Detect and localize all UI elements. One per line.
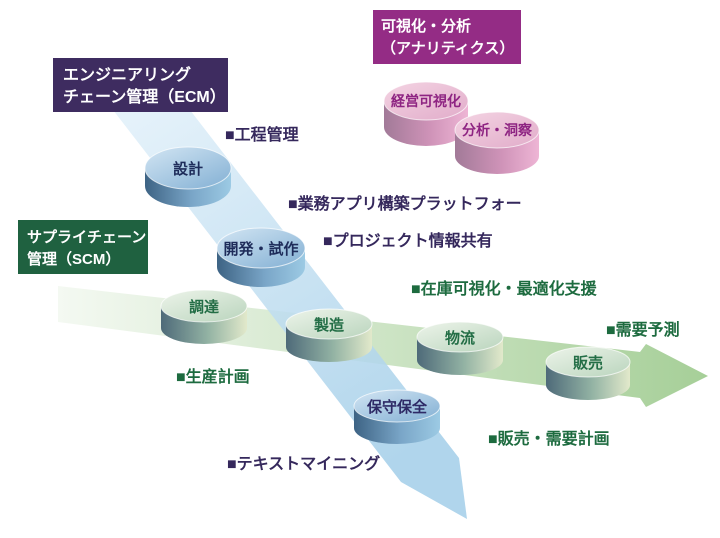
analytics-legend-line2: （アナリティクス） [381,39,514,57]
cylinder-sekkei-label: 設計 [173,160,203,178]
cylinder-kaihatsu-shisaku: 開発・試作 [216,227,306,287]
annotation-hanbai-juyo-keikaku: ■販売・需要計画 [488,429,610,448]
cylinder-hanbai: 販売 [545,346,631,400]
annotation-seisan-keikaku: ■生産計画 [176,367,250,386]
annotation-zaiko-kashika: ■在庫可視化・最適化支援 [411,279,598,298]
cylinder-butsuryu-label: 物流 [445,329,475,347]
scm-legend-line1: サプライチェーン [27,229,146,246]
ecm-legend-box: エンジニアリング チェーン管理（ECM） [53,58,228,112]
cylinder-seizo-label: 製造 [313,316,344,334]
cylinder-hoshu-hozen-label: 保守保全 [366,398,428,416]
ecm-legend-line1: エンジニアリング [63,65,191,84]
cylinder-keiei-kashika: 経営可視化 [383,81,469,146]
cylinder-chotatsu: 調達 [160,289,248,344]
annotation-kotei-kanri: ■工程管理 [225,125,299,144]
analytics-legend-line1: 可視化・分析 [381,17,471,35]
ecm-legend-line2: チェーン管理（ECM） [63,87,226,106]
cylinder-seizo: 製造 [285,308,373,362]
scm-legend-box: サプライチェーン 管理（SCM） [18,220,148,274]
scm-legend-line2: 管理（SCM） [27,250,120,268]
cylinder-hoshu-hozen: 保守保全 [353,389,441,444]
annotation-text-mining: ■テキストマイニング [227,454,380,473]
annotation-gyomu-app: ■業務アプリ構築プラットフォー [288,194,522,213]
cylinder-kaihatsu-shisaku-label: 開発・試作 [223,240,298,258]
cylinder-butsuryu: 物流 [416,321,504,375]
cylinder-bunseki-dosatsu-label: 分析・洞察 [462,122,533,138]
cylinder-hanbai-label: 販売 [573,354,603,372]
cylinder-bunseki-dosatsu: 分析・洞察 [454,111,540,174]
annotation-juyo-yosoku: ■需要予測 [606,320,680,339]
cylinder-keiei-kashika-label: 経営可視化 [391,93,461,109]
cylinder-chotatsu-label: 調達 [189,298,219,316]
cylinder-sekkei: 設計 [144,146,232,207]
annotation-project-joho: ■プロジェクト情報共有 [323,231,493,250]
analytics-legend-box: 可視化・分析 （アナリティクス） [373,10,521,64]
